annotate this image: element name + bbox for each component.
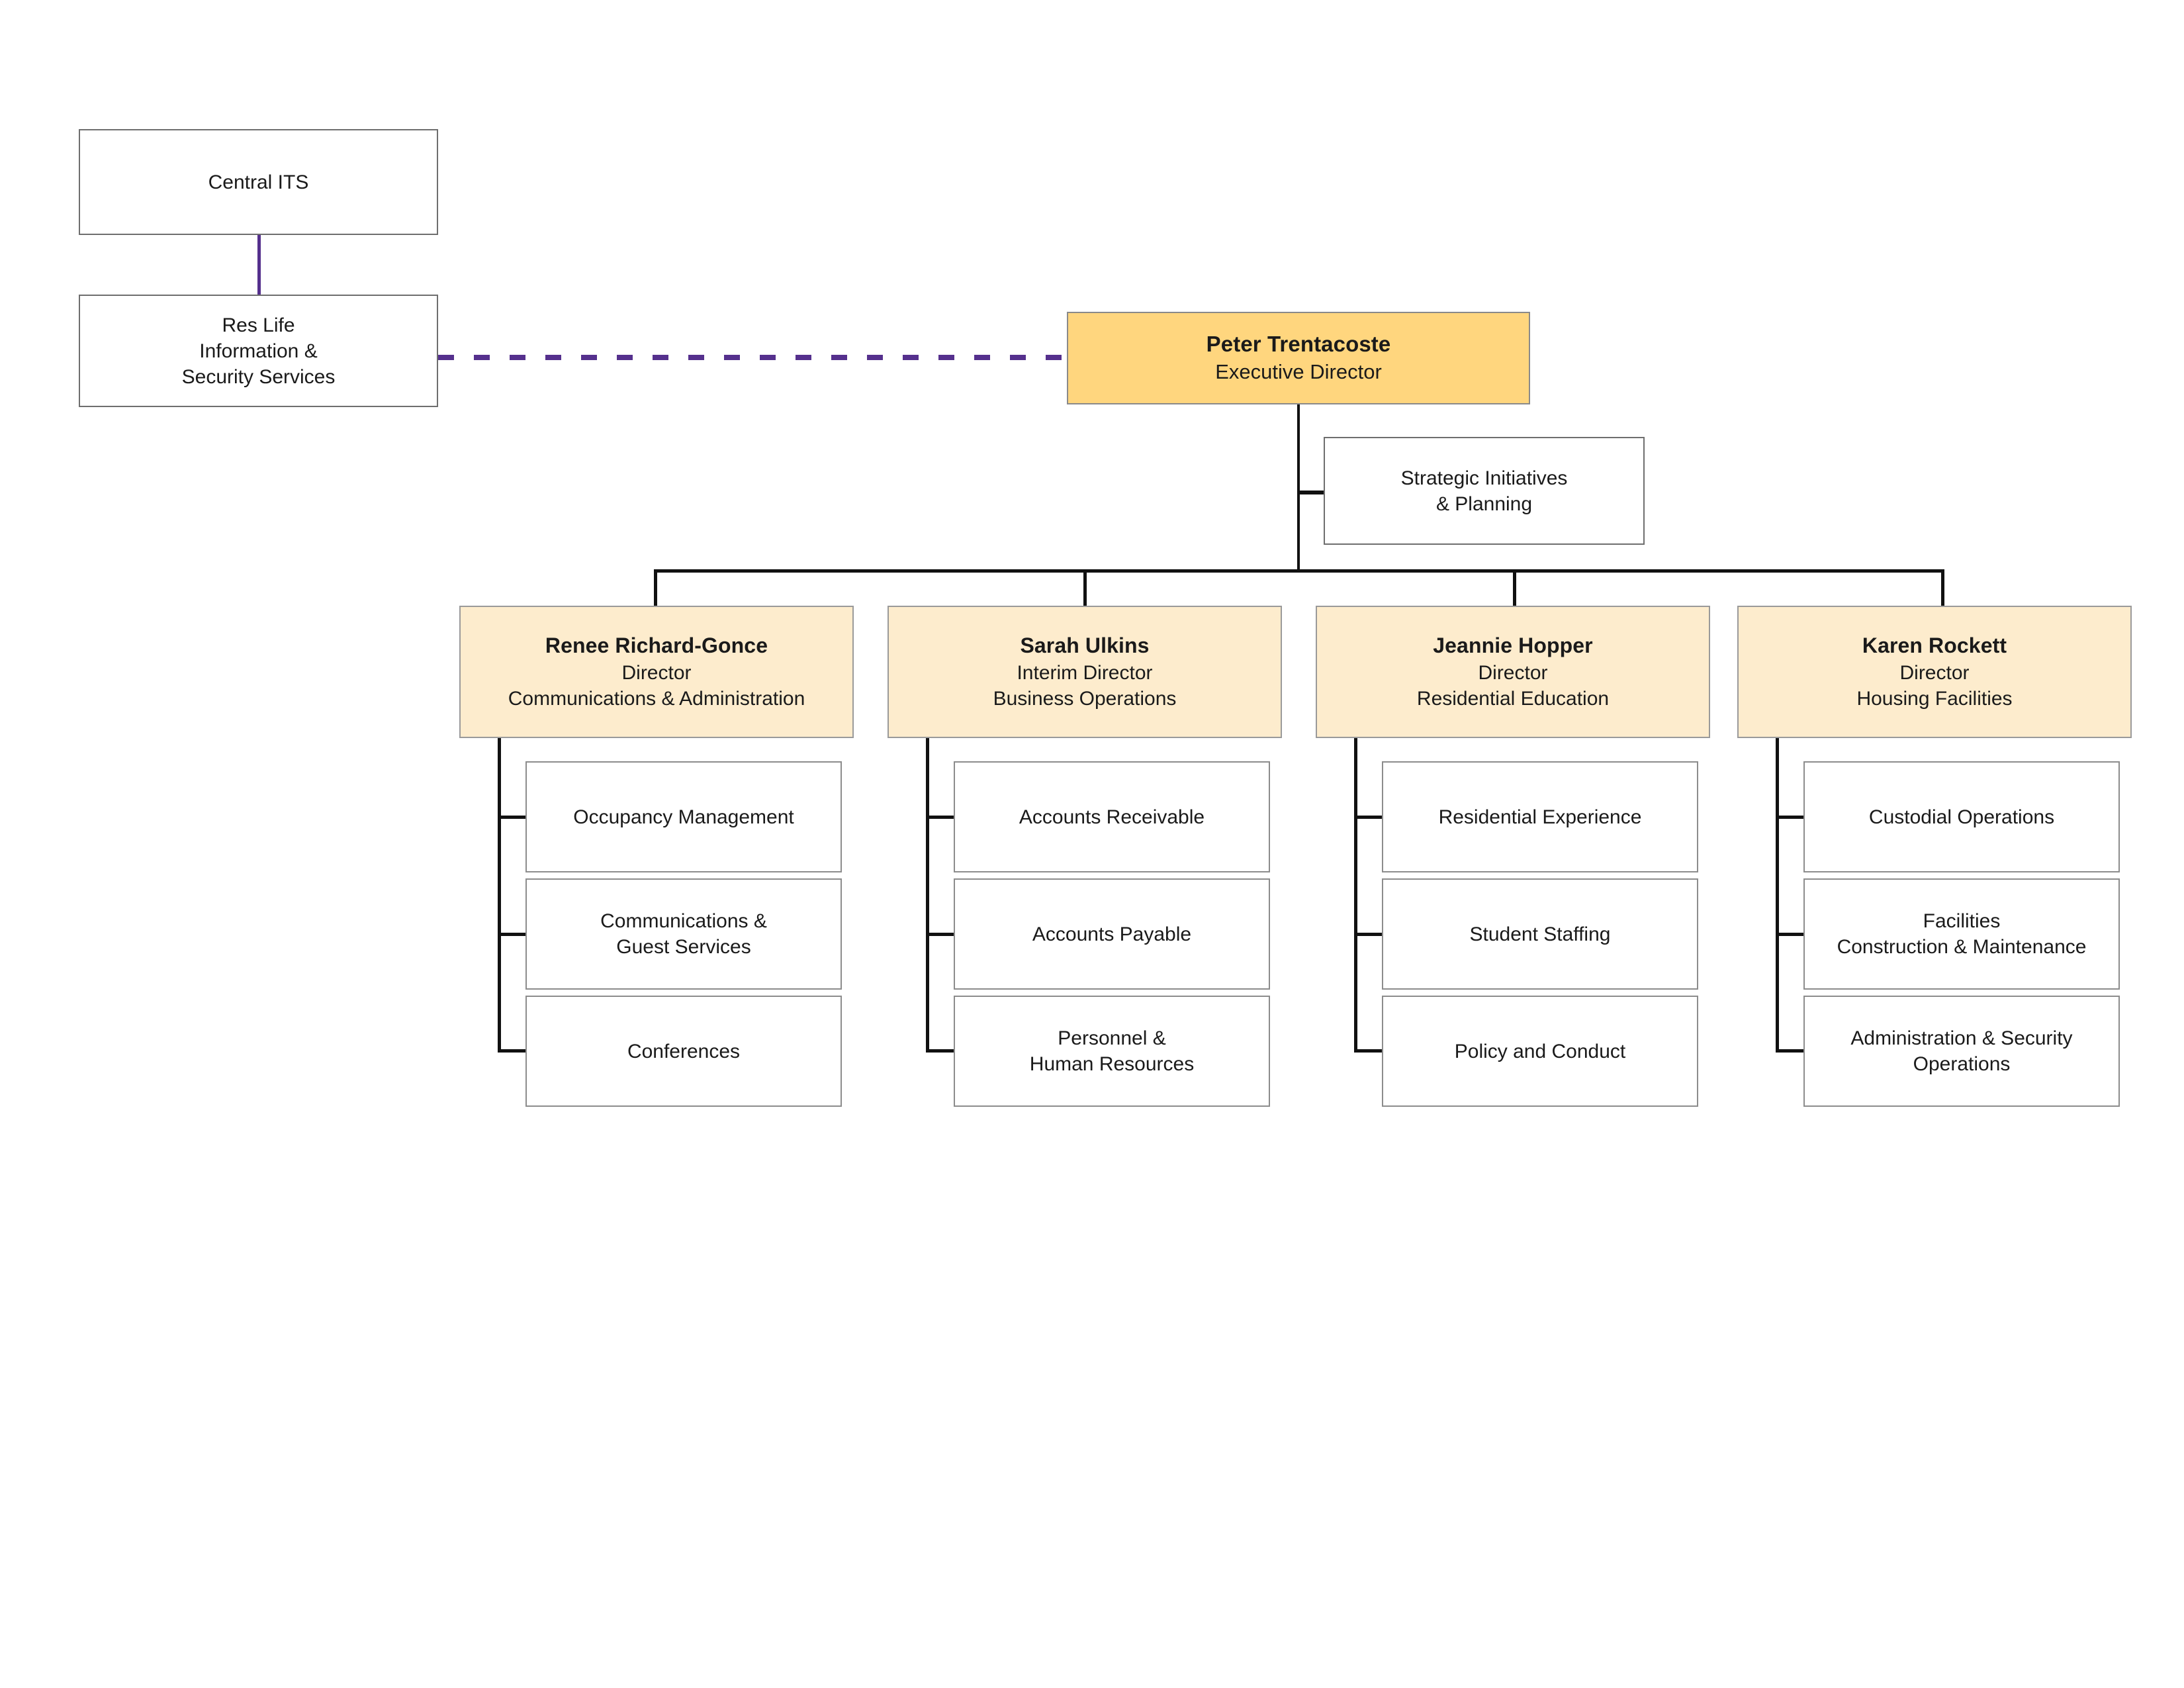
connector-stub-1-2 [498, 933, 525, 936]
staff-unit-line-1: Strategic Initiatives [1400, 467, 1568, 489]
director-4-title: Director [1899, 661, 1970, 684]
node-director-4[interactable]: Karen Rockett Director Housing Facilitie… [1737, 606, 2132, 738]
connector-spine-column-2 [926, 738, 929, 1051]
connector-stub-3-3 [1354, 1049, 1382, 1053]
connector-drop-director-4 [1941, 569, 1944, 606]
connector-spine-column-3 [1354, 738, 1357, 1051]
director-3-name: Jeannie Hopper [1433, 633, 1593, 658]
connector-stub-4-1 [1776, 816, 1803, 819]
director-3-title: Director [1478, 661, 1548, 684]
node-unit-1-1[interactable]: Occupancy Management [525, 761, 842, 872]
connector-stub-2-3 [926, 1049, 954, 1053]
director-3-unit: Residential Education [1416, 687, 1610, 710]
unit-2-1-line-1: Accounts Receivable [1019, 806, 1205, 828]
connector-stub-3-2 [1354, 933, 1382, 936]
node-unit-4-3[interactable]: Administration & Security Operations [1803, 996, 2120, 1107]
node-unit-3-2[interactable]: Student Staffing [1382, 878, 1698, 990]
res-life-line-2: Information & [199, 340, 318, 362]
director-4-name: Karen Rockett [1862, 633, 2007, 658]
unit-4-2-line-2: Construction & Maintenance [1837, 936, 2087, 958]
connector-stub-4-3 [1776, 1049, 1803, 1053]
node-unit-3-1[interactable]: Residential Experience [1382, 761, 1698, 872]
res-life-line-1: Res Life [222, 314, 295, 336]
unit-4-1-line-1: Custodial Operations [1868, 806, 2055, 828]
executive-name: Peter Trentacoste [1206, 332, 1391, 357]
unit-2-3-line-1: Personnel & [1058, 1027, 1166, 1049]
connector-stub-1-1 [498, 816, 525, 819]
director-2-unit: Business Operations [993, 687, 1177, 710]
node-executive-director[interactable]: Peter Trentacoste Executive Director [1067, 312, 1530, 404]
connector-stub-2-2 [926, 933, 954, 936]
director-1-title: Director [621, 661, 692, 684]
node-unit-2-1[interactable]: Accounts Receivable [954, 761, 1270, 872]
director-1-unit: Communications & Administration [508, 687, 805, 710]
node-unit-2-2[interactable]: Accounts Payable [954, 878, 1270, 990]
connector-dotted-reslife-to-executive [438, 355, 1067, 360]
node-strategic-initiatives-planning[interactable]: Strategic Initiatives & Planning [1324, 437, 1645, 545]
connector-spine-column-4 [1776, 738, 1779, 1051]
director-2-title: Interim Director [1017, 661, 1153, 684]
connector-spine-column-1 [498, 738, 501, 1051]
node-unit-2-3[interactable]: Personnel & Human Resources [954, 996, 1270, 1107]
res-life-line-3: Security Services [181, 365, 336, 388]
connector-drop-director-3 [1513, 569, 1516, 606]
connector-executive-trunk [1297, 404, 1300, 571]
node-unit-1-3[interactable]: Conferences [525, 996, 842, 1107]
connector-drop-director-1 [654, 569, 657, 606]
unit-3-2-line-1: Student Staffing [1469, 923, 1611, 945]
unit-3-1-line-1: Residential Experience [1438, 806, 1642, 828]
director-1-name: Renee Richard-Gonce [545, 633, 768, 658]
node-director-3[interactable]: Jeannie Hopper Director Residential Educ… [1316, 606, 1710, 738]
connector-drop-director-2 [1083, 569, 1087, 606]
central-its-label: Central ITS [208, 171, 309, 193]
connector-stub-2-1 [926, 816, 954, 819]
connector-stub-3-1 [1354, 816, 1382, 819]
node-unit-3-3[interactable]: Policy and Conduct [1382, 996, 1698, 1107]
unit-3-3-line-1: Policy and Conduct [1454, 1040, 1626, 1062]
node-director-1[interactable]: Renee Richard-Gonce Director Communicati… [459, 606, 854, 738]
unit-4-3-line-2: Operations [1913, 1053, 2011, 1075]
connector-stub-4-2 [1776, 933, 1803, 936]
staff-unit-line-2: & Planning [1435, 492, 1533, 515]
unit-2-2-line-1: Accounts Payable [1032, 923, 1192, 945]
unit-1-1-line-1: Occupancy Management [573, 806, 794, 828]
connector-its-to-reslife [257, 235, 261, 295]
node-central-its[interactable]: Central ITS [79, 129, 438, 235]
unit-2-3-line-2: Human Resources [1029, 1053, 1195, 1075]
unit-4-2-line-1: Facilities [1923, 910, 2001, 932]
unit-4-3-line-1: Administration & Security [1850, 1027, 2073, 1049]
node-director-2[interactable]: Sarah Ulkins Interim Director Business O… [887, 606, 1282, 738]
connector-executive-to-staff-unit [1297, 491, 1324, 494]
node-res-life-information-security-services[interactable]: Res Life Information & Security Services [79, 295, 438, 407]
executive-title: Executive Director [1215, 360, 1382, 384]
director-2-name: Sarah Ulkins [1020, 633, 1150, 658]
connector-stub-1-3 [498, 1049, 525, 1053]
unit-1-2-line-1: Communications & [600, 910, 767, 932]
connector-director-bus [654, 569, 1942, 573]
director-4-unit: Housing Facilities [1856, 687, 2013, 710]
node-unit-1-2[interactable]: Communications & Guest Services [525, 878, 842, 990]
unit-1-2-line-2: Guest Services [616, 936, 751, 958]
node-unit-4-1[interactable]: Custodial Operations [1803, 761, 2120, 872]
node-unit-4-2[interactable]: Facilities Construction & Maintenance [1803, 878, 2120, 990]
unit-1-3-line-1: Conferences [627, 1040, 741, 1062]
